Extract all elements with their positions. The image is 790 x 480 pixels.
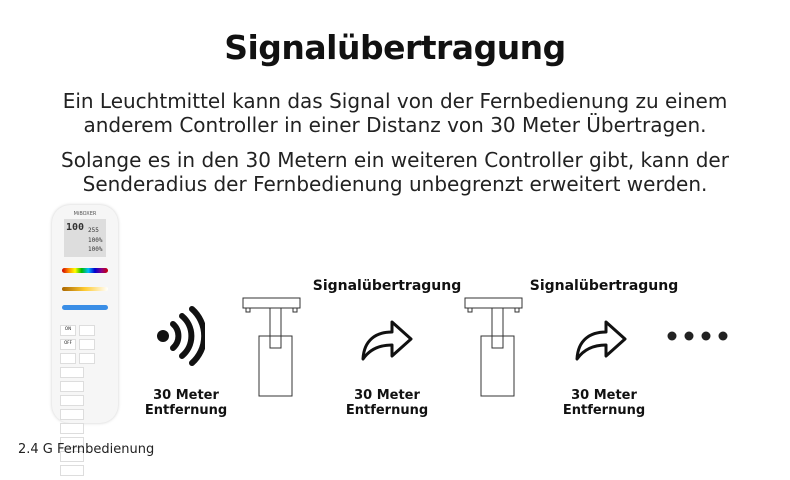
brightness-slider: [62, 305, 108, 310]
remote-brand: MiBOXER: [73, 211, 97, 217]
paragraph-line: Ein Leuchtmittel kann das Signal von der…: [62, 89, 728, 113]
remote-key: [60, 395, 84, 406]
remote-caption: 2.4 G Fernbedienung: [18, 442, 155, 457]
remote-control-image: MiBOXER 100 255 100% 100% ON OFF: [52, 205, 118, 476]
relay-label: Signalübertragung: [312, 278, 462, 294]
forward-arrow-icon: [361, 320, 413, 361]
paragraph-1: Ein Leuchtmittel kann das Signal von der…: [0, 89, 790, 137]
remote-key: [79, 325, 95, 336]
distance-line: Entfernung: [345, 403, 429, 418]
cct-slider: [62, 287, 108, 291]
remote-key: [79, 339, 95, 350]
relay-label: Signalübertragung: [529, 278, 679, 294]
display-row: 100%: [88, 237, 103, 244]
ellipsis-icon: [667, 331, 728, 341]
distance-line: Entfernung: [562, 403, 646, 418]
remote-key: [60, 381, 84, 392]
display-main: 100: [66, 222, 85, 233]
remote-key: [79, 353, 95, 364]
paragraph-line: anderem Controller in einer Distanz von …: [83, 113, 707, 137]
remote-key: [60, 465, 84, 476]
remote-key: [60, 409, 84, 420]
distance-line: Entfernung: [144, 403, 228, 418]
remote-display: 100 255 100% 100%: [64, 219, 106, 257]
remote-key: [60, 367, 84, 378]
track-light-icon: [464, 297, 523, 397]
remote-key: [60, 423, 84, 434]
distance-line: 30 Meter: [354, 388, 420, 403]
distance-line: 30 Meter: [571, 388, 637, 403]
paragraph-2: Solange es in den 30 Metern ein weiteren…: [0, 148, 790, 196]
paragraph-line: Senderadius der Fernbedienung unbegrenzt…: [82, 172, 708, 196]
remote-key: [60, 353, 76, 364]
paragraph-line: Solange es in den 30 Metern ein weiteren…: [61, 148, 729, 172]
page-title: Signalübertragung: [224, 28, 566, 67]
remote-off-key: OFF: [60, 339, 76, 350]
remote-on-key: ON: [60, 325, 76, 336]
wireless-signal-icon: [157, 306, 205, 366]
track-light-icon: [242, 297, 301, 397]
display-row: 255: [88, 227, 99, 234]
remote-key: [60, 451, 84, 462]
distance-line: 30 Meter: [153, 388, 219, 403]
remote-key: [60, 437, 84, 448]
remote-keypad: ON OFF: [60, 325, 110, 476]
forward-arrow-icon: [575, 320, 627, 361]
display-row: 100%: [88, 246, 103, 253]
rgb-slider: [62, 268, 108, 273]
